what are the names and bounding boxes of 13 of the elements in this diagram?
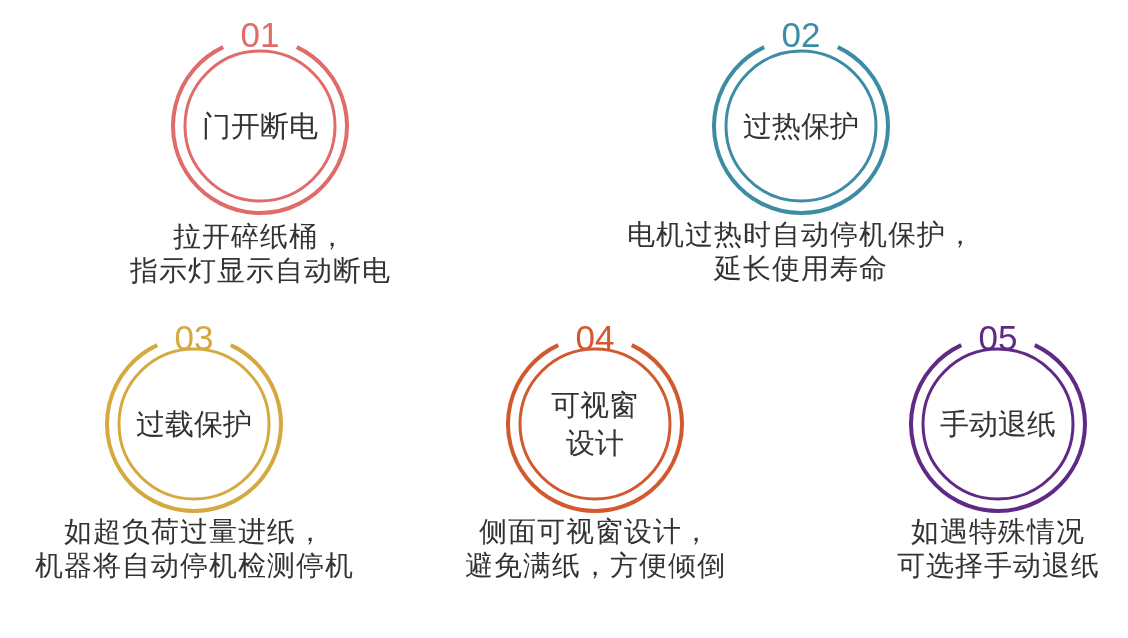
description-text: 侧面可视窗设计，避免满纸，方便倾倒	[464, 515, 726, 583]
description-text: 如超负荷过量进纸，机器将自动停机检测停机	[34, 515, 354, 583]
step-number: 04	[575, 320, 615, 356]
circle-label: 手动退纸	[940, 406, 1056, 443]
description-text: 如遇特殊情况可选择手动退纸	[896, 515, 1100, 583]
circle-label: 门开断电	[202, 108, 318, 145]
circle-label: 可视窗设计	[550, 387, 640, 462]
description-text: 电机过热时自动停机保护，延长使用寿命	[627, 218, 975, 286]
description-text: 拉开碎纸桶，指示灯显示自动断电	[129, 220, 391, 288]
circle-label: 过载保护	[136, 406, 252, 443]
step-number: 01	[240, 17, 280, 53]
circle-label: 过热保护	[743, 108, 859, 145]
step-number: 02	[781, 17, 821, 53]
